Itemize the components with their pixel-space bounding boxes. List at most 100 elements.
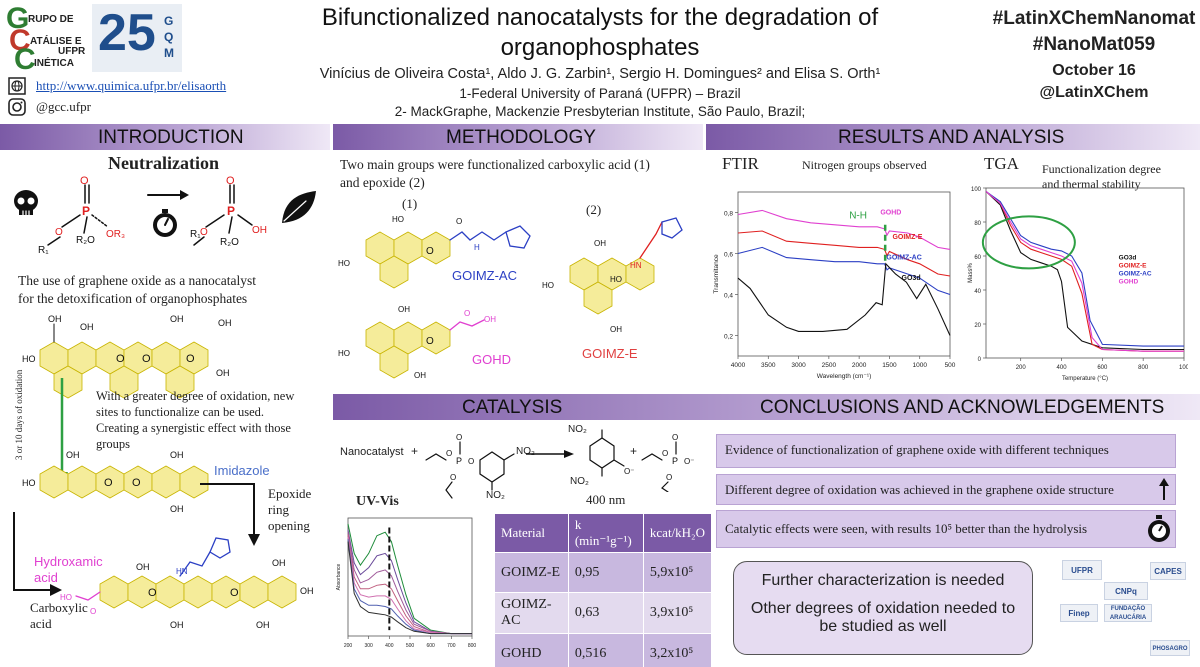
y-axis-label: Transmitance <box>713 254 720 294</box>
logo-phosagro: PHOSAGRO <box>1150 640 1190 656</box>
intro-text-2-line-3: Creating a synergistic effect with those <box>96 421 291 435</box>
kinetics-table: Material k (min⁻¹g⁻¹) kcat/kH₂O GOIMZ-E … <box>494 513 713 667</box>
authors: Vinícius de Oliveira Costa¹, Aldo J. G. … <box>319 66 881 82</box>
plot-frame <box>347 517 473 637</box>
conclusion-text-1: Evidence of functionalization of graphen… <box>725 442 1109 457</box>
table-cell-k: 0,95 <box>567 552 644 593</box>
x-axis-label: Temperature (°C) <box>1062 376 1108 382</box>
svg-text:OH: OH <box>272 558 286 568</box>
neutralization-subtitle: Neutralization <box>108 153 219 173</box>
svg-text:O: O <box>226 175 235 187</box>
skull-icon <box>14 190 38 216</box>
svg-text:OH: OH <box>484 315 496 324</box>
leaf-icon <box>282 191 316 223</box>
hashtag-1: #LatinXChemNanomat <box>992 8 1196 29</box>
svg-text:O: O <box>672 433 678 442</box>
intro-text-1-line-1: The use of graphene oxide as a nanocatal… <box>18 273 257 288</box>
svg-text:OH: OH <box>80 322 94 332</box>
hashtag-block: #LatinXChemNanomat #NanoMat059 October 1… <box>990 6 1198 104</box>
website-link[interactable]: http://www.quimica.ufpr.br/elisaorth <box>36 78 227 93</box>
x-tick-label: 600 <box>1097 365 1108 371</box>
x-tick-label: 1000 <box>912 362 927 369</box>
product-no2-2: NO₂ <box>570 476 589 487</box>
substrate-no2-1: NO₂ <box>516 446 535 457</box>
svg-text:OH: OH <box>610 325 622 334</box>
svg-text:O: O <box>456 217 462 226</box>
further-work-1: Further characterization is needed <box>761 572 1005 589</box>
tga-note-line-1: Functionalization degree <box>1042 162 1161 176</box>
svg-text:OH: OH <box>594 239 606 248</box>
further-work-box: Further characterization is needed Other… <box>733 561 1033 655</box>
catalysis-title: CATALYSIS <box>462 397 563 418</box>
table-cell-k: 0,516 <box>567 633 644 667</box>
series-line-gohd <box>985 190 1184 352</box>
svg-text:OH: OH <box>218 318 232 328</box>
instagram-row: @gcc.ufpr <box>8 98 208 118</box>
methodology-label-1: (1) <box>402 196 418 211</box>
y-tick-label: 100 <box>971 187 982 193</box>
nanocatalyst-label: Nanocatalyst <box>340 446 404 458</box>
hashtag-2: #NanoMat059 <box>1032 34 1156 55</box>
svg-text:O⁻: O⁻ <box>624 467 634 476</box>
introduction-title: INTRODUCTION <box>98 127 244 148</box>
y-tick-label: 80 <box>974 221 981 227</box>
y-tick-label: 40 <box>974 289 981 295</box>
phenolate-structure: O⁻ <box>589 429 634 477</box>
series-label: GOIMZ-AC <box>886 255 921 262</box>
epoxide-label-line-1: Epoxide <box>268 486 312 501</box>
goimz-e-label: GOIMZ-E <box>582 346 638 361</box>
oxidation-days-label: 3 or 10 days of oxidation <box>14 369 24 460</box>
svg-text:OH: OH <box>414 371 426 380</box>
table-cell-kcat: 3,9x10⁵ <box>642 592 713 634</box>
methodology-text-line-1: Two main groups were functionalized carb… <box>340 157 650 172</box>
svg-text:O: O <box>450 473 456 482</box>
series-line-2 <box>347 532 472 635</box>
svg-text:HO: HO <box>338 259 350 268</box>
event-handle: @LatinXChem <box>1039 84 1149 101</box>
table-row: GOIMZ-AC 0,63 3,9x10⁵ <box>494 592 713 634</box>
substrate-no2-2: NO₂ <box>486 490 505 501</box>
svg-text:O: O <box>55 227 63 238</box>
logo-cnpq: CNPq <box>1104 582 1148 600</box>
svg-text:P: P <box>456 456 462 466</box>
conclusion-text-3: Catalytic effects were seen, with result… <box>725 521 1088 536</box>
svg-text:O: O <box>90 607 96 616</box>
series-line-go3d <box>985 191 1184 351</box>
graphene-oxide-sheet-middle: OH OH HO O O OH <box>22 450 209 514</box>
x-tick-label: 100 <box>1179 365 1188 371</box>
poster-title-line-1: Bifunctionalized nanocatalysts for the d… <box>321 4 879 31</box>
gohd-label: GOHD <box>472 352 511 367</box>
globe-icon <box>8 77 26 95</box>
anniversary-side-g: G <box>164 14 174 28</box>
svg-text:O: O <box>464 309 470 318</box>
tga-note: Functionalization degree and thermal sta… <box>1042 162 1161 192</box>
group-logo-line-3: INÉTICA <box>34 58 74 69</box>
legend-entry: GOHD <box>1119 278 1139 285</box>
gohd-structure: O OH HO OH O OH <box>338 305 496 380</box>
conclusion-item-2: Different degree of oxidation was achiev… <box>716 474 1176 505</box>
series-label: GO3d <box>902 275 921 282</box>
svg-text:R₁: R₁ <box>190 229 201 240</box>
anniversary-side-q: Q <box>164 30 174 44</box>
instagram-handle[interactable]: @gcc.ufpr <box>36 99 91 114</box>
goimz-ac-structure: O H HO HO O <box>338 215 531 289</box>
x-tick-label: 800 <box>1138 365 1149 371</box>
methodology-text: Two main groups were functionalized carb… <box>340 156 650 192</box>
svg-text:OH: OH <box>170 314 184 324</box>
series-label: GOIMZ-E <box>892 234 922 241</box>
carboxylic-label-line-2: acid <box>30 616 52 631</box>
svg-text:HO: HO <box>542 281 554 290</box>
svg-text:P: P <box>227 204 235 218</box>
methodology-title: METHODOLOGY <box>446 127 596 148</box>
y-tick-label: 0,4 <box>724 293 733 300</box>
anniversary-number: 25 <box>98 4 156 62</box>
imidazole-label: Imidazole <box>214 463 270 478</box>
svg-text:OH: OH <box>66 450 80 460</box>
x-tick-label: 2500 <box>822 362 837 369</box>
series-line-goimz-ac <box>737 246 951 296</box>
graphene-oxide-sheet-bottom: HN HO O OH OH OH O O OH OH <box>60 537 314 630</box>
series-line-3 <box>347 534 472 635</box>
series-label: GOHD <box>880 210 901 217</box>
uvvis-title: UV-Vis <box>356 494 399 509</box>
y-tick-label: 0,6 <box>724 252 733 259</box>
